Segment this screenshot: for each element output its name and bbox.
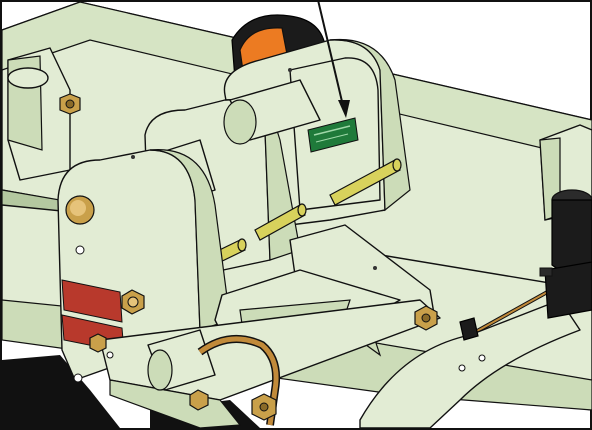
right-curved-plate: [359, 299, 581, 429]
callout-arrow: [317, 0, 350, 118]
left-rear-bracket: [7, 47, 71, 181]
hose-line: [197, 334, 281, 426]
upper-sleeve: [223, 79, 321, 145]
decal-label: [307, 117, 359, 153]
grease-fitting-1: [288, 68, 292, 72]
rod-fitting: [459, 317, 479, 341]
black-canister: [539, 189, 592, 319]
grease-fitting-3: [373, 266, 377, 270]
lower-sleeve: [147, 329, 216, 391]
bolt-lower-left: [89, 333, 107, 353]
front-round-bolt: [65, 195, 95, 225]
grease-fitting-2: [131, 155, 135, 159]
control-rod: [469, 283, 561, 337]
bolt-link-top: [414, 305, 438, 331]
bolt-rocker: [121, 289, 145, 315]
ground-shadow: [2, 355, 120, 428]
pin-upper: [329, 158, 402, 206]
left-bolt: [59, 93, 81, 115]
pin-middle: [254, 203, 307, 241]
bolt-lower-right: [251, 393, 277, 421]
bolt-lower-center: [189, 389, 209, 411]
